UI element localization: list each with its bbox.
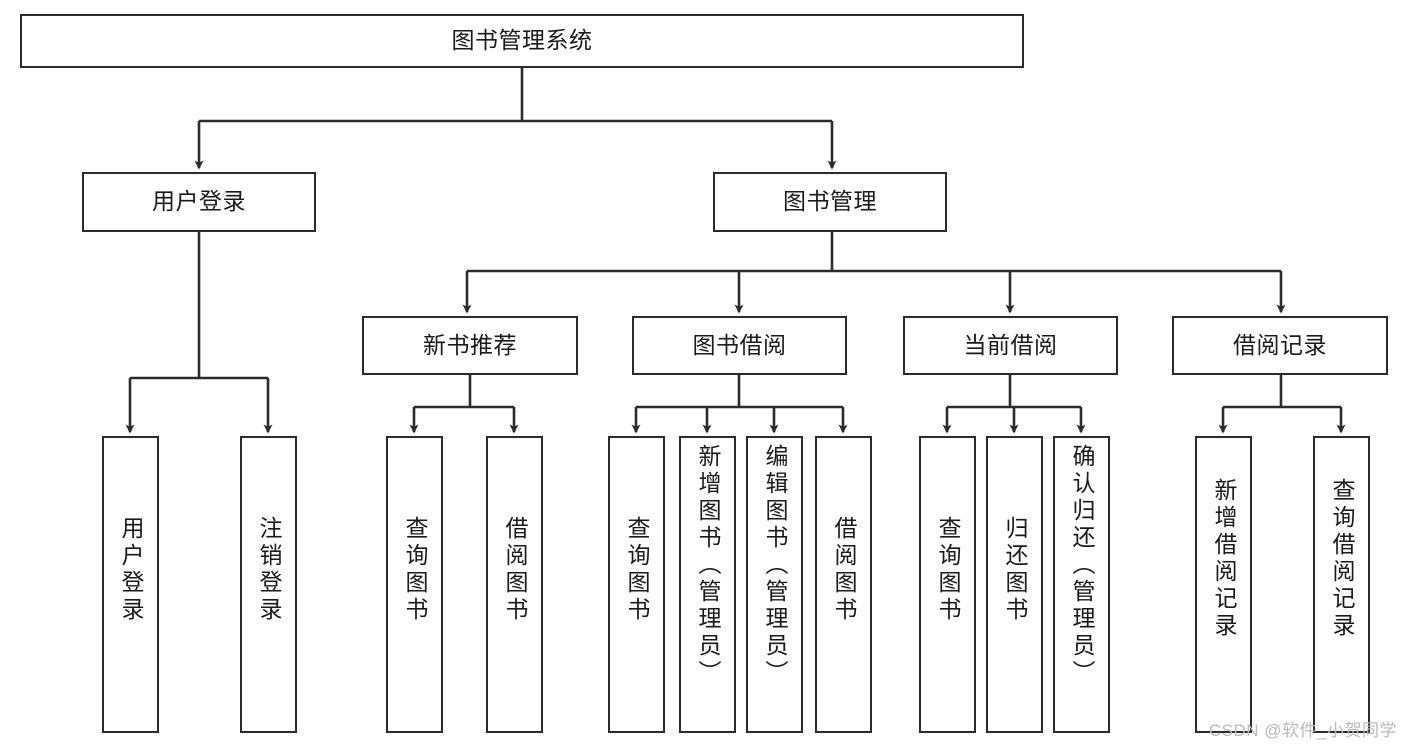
node-user-login-label: 用户登录: [152, 188, 246, 215]
node-leaf-add-book-label: 新增图书（管理员）: [695, 444, 721, 687]
node-borrow-record[interactable]: 借阅记录: [1172, 316, 1388, 375]
node-leaf-add-record-label: 新增借阅记录: [1211, 478, 1237, 640]
node-leaf-return-book[interactable]: 归还图书: [986, 436, 1043, 733]
node-leaf-query-record[interactable]: 查询借阅记录: [1313, 436, 1370, 733]
node-leaf-query-book-1-label: 查询图书: [402, 516, 428, 624]
node-leaf-user-login[interactable]: 用户登录: [102, 436, 159, 733]
node-borrow-record-label: 借阅记录: [1233, 331, 1327, 358]
node-new-book-recommend[interactable]: 新书推荐: [362, 316, 578, 375]
node-leaf-edit-book-label: 编辑图书（管理员）: [762, 444, 788, 687]
node-root-label: 图书管理系统: [451, 27, 593, 54]
node-leaf-query-record-label: 查询借阅记录: [1329, 478, 1355, 640]
node-current-borrow-label: 当前借阅: [963, 331, 1058, 358]
node-root[interactable]: 图书管理系统: [20, 14, 1024, 68]
node-leaf-confirm-return[interactable]: 确认归还（管理员）: [1053, 436, 1110, 733]
node-book-manage[interactable]: 图书管理: [713, 172, 947, 232]
node-user-login[interactable]: 用户登录: [82, 172, 316, 232]
node-book-borrow[interactable]: 图书借阅: [632, 316, 847, 375]
node-leaf-confirm-return-label: 确认归还（管理员）: [1069, 444, 1095, 687]
node-leaf-query-book-3-label: 查询图书: [935, 516, 961, 624]
node-leaf-borrow-book-2-label: 借阅图书: [831, 516, 857, 624]
node-book-manage-label: 图书管理: [783, 188, 877, 215]
node-leaf-add-record[interactable]: 新增借阅记录: [1195, 436, 1252, 733]
node-leaf-query-book-3[interactable]: 查询图书: [919, 436, 976, 733]
node-leaf-logout-login[interactable]: 注销登录: [240, 436, 297, 733]
csdn-watermark: CSDN @软件_小贺同学: [1208, 721, 1397, 740]
node-leaf-edit-book[interactable]: 编辑图书（管理员）: [746, 436, 803, 733]
node-leaf-query-book-1[interactable]: 查询图书: [386, 436, 443, 733]
node-leaf-borrow-book-2[interactable]: 借阅图书: [815, 436, 872, 733]
node-new-book-recommend-label: 新书推荐: [423, 331, 517, 358]
node-leaf-return-book-label: 归还图书: [1002, 516, 1028, 624]
node-leaf-user-login-label: 用户登录: [118, 516, 144, 624]
node-leaf-borrow-book-1[interactable]: 借阅图书: [486, 436, 543, 733]
node-current-borrow[interactable]: 当前借阅: [903, 316, 1118, 375]
node-leaf-logout-login-label: 注销登录: [256, 516, 282, 624]
node-leaf-query-book-2-label: 查询图书: [624, 516, 650, 624]
node-book-borrow-label: 图书借阅: [692, 331, 787, 358]
node-leaf-borrow-book-1-label: 借阅图书: [502, 516, 528, 624]
node-leaf-query-book-2[interactable]: 查询图书: [608, 436, 665, 733]
node-leaf-add-book[interactable]: 新增图书（管理员）: [679, 436, 736, 733]
